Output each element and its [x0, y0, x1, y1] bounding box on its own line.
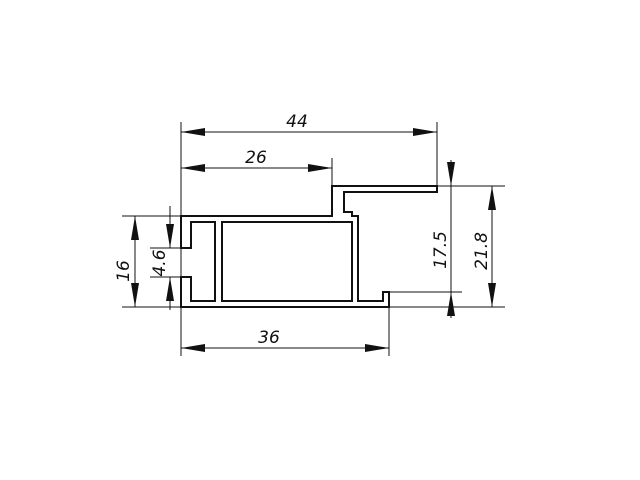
arrow-head — [488, 186, 496, 210]
arrow-head — [181, 164, 205, 172]
dimension-upper-width: 26 — [181, 148, 332, 172]
dimension-label-17-5: 17.5 — [431, 231, 451, 269]
dimension-label-16: 16 — [114, 260, 134, 282]
profile-inner-chamber — [221, 221, 353, 302]
arrow-head — [181, 128, 205, 136]
arrow-head — [181, 344, 205, 352]
dimension-label-26: 26 — [245, 148, 267, 168]
dimension-right-overall-height: 21.8 — [472, 186, 496, 307]
arrow-head — [131, 283, 139, 307]
arrow-head — [166, 224, 174, 248]
dimension-slot-height: 4.6 — [150, 206, 174, 310]
dimension-overall-width: 44 — [181, 112, 437, 136]
dimension-label-21-8: 21.8 — [472, 232, 492, 270]
profile-outline — [180, 185, 438, 308]
arrow-head — [131, 216, 139, 240]
dimension-right-inner-height: 17.5 — [431, 160, 455, 318]
arrow-head — [447, 292, 455, 316]
dimension-left-height: 16 — [114, 216, 139, 307]
profile-outer-contour — [180, 185, 438, 308]
arrow-head — [166, 277, 174, 301]
arrow-head — [413, 128, 437, 136]
dimension-label-4-6: 4.6 — [150, 249, 170, 276]
dimension-label-44: 44 — [286, 112, 308, 132]
dimension-label-36: 36 — [258, 328, 280, 348]
arrow-head — [488, 283, 496, 307]
arrow-head — [447, 162, 455, 186]
arrow-head — [308, 164, 332, 172]
arrow-head — [365, 344, 389, 352]
dimension-lower-width: 36 — [181, 328, 389, 352]
